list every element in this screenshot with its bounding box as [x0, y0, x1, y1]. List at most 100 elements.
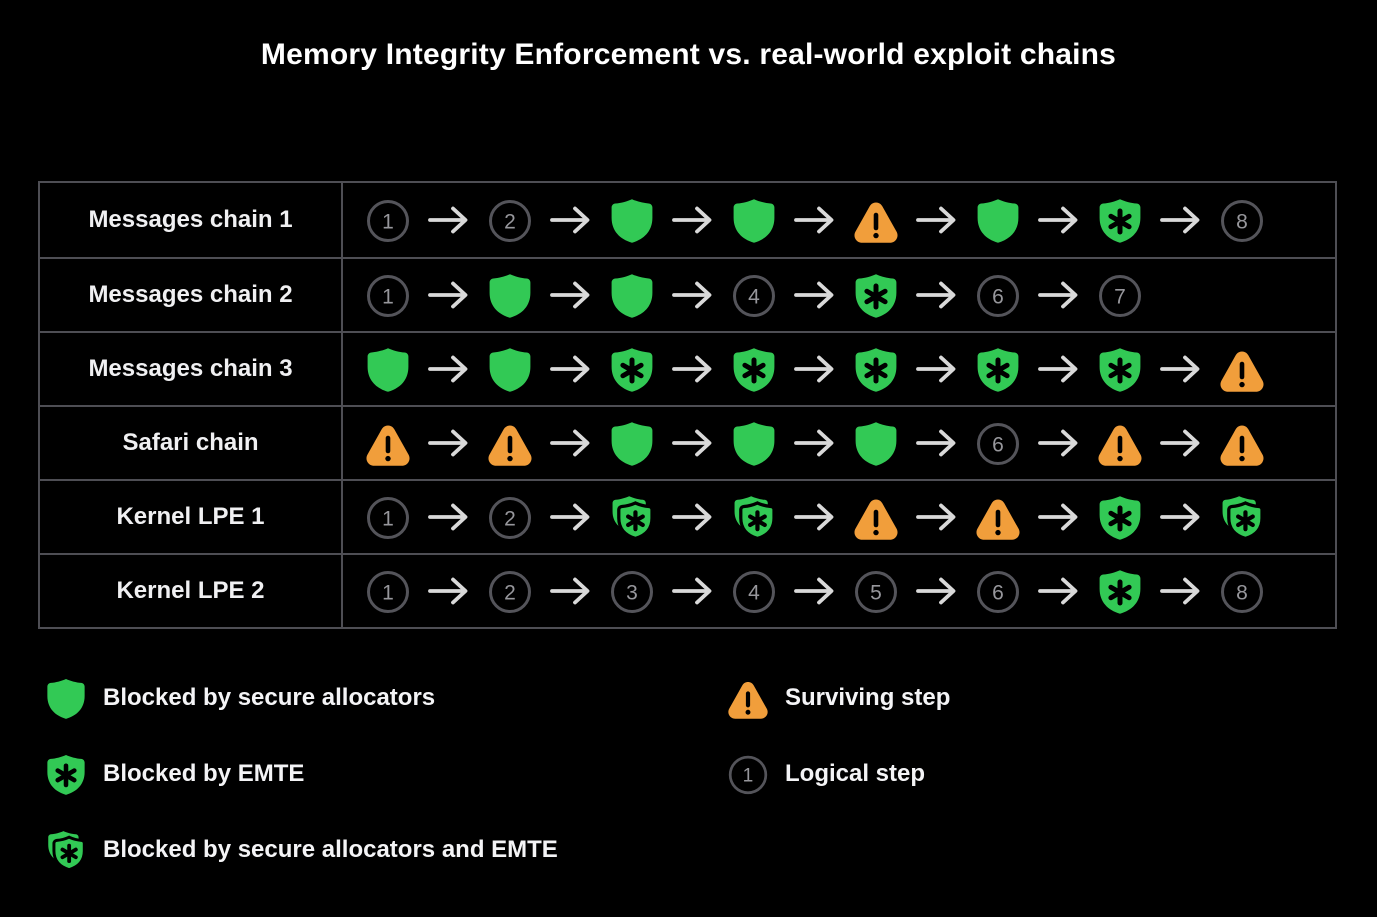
- svg-text:8: 8: [1236, 582, 1248, 605]
- logical-step-circle-icon: 6: [977, 423, 1019, 465]
- arrow-right-icon: [1160, 503, 1200, 531]
- logical-step-circle-icon: 1: [726, 752, 770, 796]
- svg-text:7: 7: [1114, 286, 1126, 309]
- chain-steps: 1 2 3 4 5 6 8: [343, 555, 1335, 627]
- svg-text:6: 6: [992, 286, 1004, 309]
- logical-step-circle-icon: 8: [1221, 571, 1263, 613]
- arrow-right-icon: [1038, 355, 1078, 383]
- svg-text:2: 2: [504, 211, 516, 234]
- arrow-right-icon: [1038, 429, 1078, 457]
- emte-shield-icon: [44, 752, 88, 796]
- secure-allocator-shield-icon: [733, 422, 775, 466]
- arrow-right-icon: [916, 206, 956, 234]
- arrow-right-icon: [672, 355, 712, 383]
- legend-label: Blocked by secure allocators: [103, 684, 436, 711]
- arrow-right-icon: [550, 355, 590, 383]
- logical-step-circle-icon: 3: [611, 571, 653, 613]
- svg-text:8: 8: [1236, 211, 1248, 234]
- logical-step-circle-icon: 1: [367, 275, 409, 317]
- legend-label: Logical step: [785, 760, 926, 787]
- row-label: Kernel LPE 2: [40, 555, 343, 627]
- legend-label: Blocked by secure allocators and EMTE: [103, 836, 558, 863]
- surviving-step-warning-icon: [728, 682, 768, 719]
- logical-step-circle-icon: 2: [489, 571, 531, 613]
- arrow-right-icon: [1038, 206, 1078, 234]
- row-label: Kernel LPE 1: [40, 481, 343, 553]
- logical-step-circle-icon: 4: [733, 571, 775, 613]
- secure-allocator-shield-icon: [611, 274, 653, 318]
- svg-text:3: 3: [626, 582, 638, 605]
- arrow-right-icon: [428, 281, 468, 309]
- arrow-right-icon: [794, 429, 834, 457]
- svg-text:4: 4: [748, 286, 760, 309]
- secure-allocator-shield-icon: [733, 199, 775, 243]
- arrow-right-icon: [794, 206, 834, 234]
- arrow-right-icon: [1038, 503, 1078, 531]
- logical-step-circle-icon: 2: [489, 497, 531, 539]
- svg-text:1: 1: [382, 286, 394, 309]
- arrow-right-icon: [916, 281, 956, 309]
- surviving-step-warning-icon: [366, 425, 410, 466]
- arrow-right-icon: [550, 429, 590, 457]
- secure-allocator-shield-icon: [611, 422, 653, 466]
- secure-allocator-shield-icon: [977, 199, 1019, 243]
- arrow-right-icon: [550, 206, 590, 234]
- figure-title: Memory Integrity Enforcement vs. real-wo…: [260, 38, 1117, 71]
- arrow-right-icon: [916, 355, 956, 383]
- surviving-step-warning-icon: [1220, 425, 1264, 466]
- arrow-right-icon: [428, 429, 468, 457]
- double-shield-icon: [612, 496, 654, 540]
- svg-text:1: 1: [382, 211, 394, 234]
- arrow-right-icon: [916, 503, 956, 531]
- arrow-right-icon: [1160, 206, 1200, 234]
- svg-text:6: 6: [992, 582, 1004, 605]
- secure-allocator-shield-icon: [611, 199, 653, 243]
- secure-allocator-shield-icon: [367, 348, 409, 392]
- chain-steps: 6: [343, 407, 1335, 479]
- arrow-right-icon: [1038, 577, 1078, 605]
- double-shield-icon: [48, 831, 86, 871]
- emte-shield-icon: [47, 755, 85, 795]
- logical-step-circle-icon: 1: [367, 497, 409, 539]
- arrow-right-icon: [672, 206, 712, 234]
- surviving-step-warning-icon: [854, 202, 898, 243]
- legend-item-secure-allocators: Blocked by secure allocators: [44, 676, 435, 720]
- legend-label: Surviving step: [785, 684, 951, 711]
- surviving-step-warning-icon: [1098, 425, 1142, 466]
- legend-item-secure-allocators-and-emte: Blocked by secure allocators and EMTE: [44, 828, 558, 872]
- arrow-right-icon: [550, 577, 590, 605]
- emte-shield-icon: [1099, 496, 1141, 540]
- table-row: Messages chain 3: [40, 331, 1335, 405]
- surviving-step-warning-icon: [854, 499, 898, 540]
- arrow-right-icon: [672, 429, 712, 457]
- double-shield-icon: [734, 496, 776, 540]
- emte-shield-icon: [1099, 348, 1141, 392]
- row-label: Safari chain: [40, 407, 343, 479]
- legend-item-emte: Blocked by EMTE: [44, 752, 304, 796]
- arrow-right-icon: [794, 503, 834, 531]
- arrow-right-icon: [672, 503, 712, 531]
- logical-step-circle-icon: 6: [977, 571, 1019, 613]
- legend-item-logical-step: 1 Logical step: [726, 752, 925, 796]
- arrow-right-icon: [1160, 577, 1200, 605]
- logical-step-circle-icon: 6: [977, 275, 1019, 317]
- arrow-right-icon: [794, 281, 834, 309]
- chain-steps: 1 2: [343, 481, 1335, 553]
- secure-allocator-shield-icon: [47, 679, 85, 719]
- emte-shield-icon: [1099, 199, 1141, 243]
- arrow-right-icon: [428, 577, 468, 605]
- logical-step-circle-icon: 5: [855, 571, 897, 613]
- legend-item-surviving-step: Surviving step: [726, 676, 950, 720]
- logical-step-circle-icon: 1: [367, 571, 409, 613]
- svg-text:1: 1: [382, 508, 394, 531]
- logical-step-circle-icon: 1: [728, 755, 768, 795]
- svg-text:4: 4: [748, 582, 760, 605]
- arrow-right-icon: [428, 503, 468, 531]
- surviving-step-warning-icon: [726, 676, 770, 720]
